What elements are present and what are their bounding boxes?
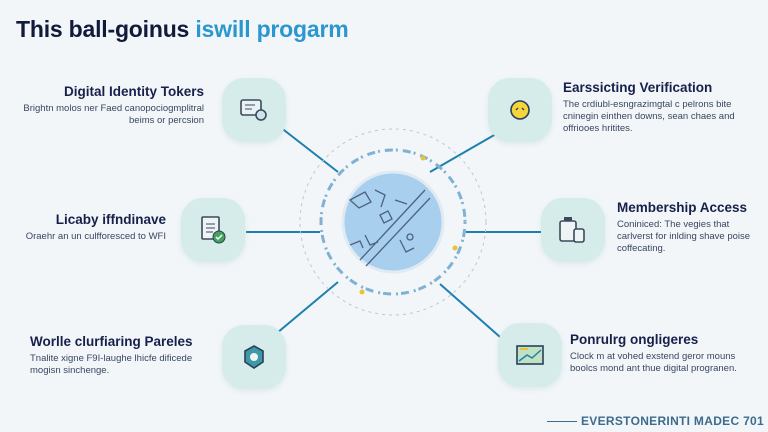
feature-description: Coniniced: The vegies that carlverst for… — [617, 219, 751, 254]
feature-worlle: Worlle clurfiaring Pareles Tnalite xigne… — [30, 334, 220, 377]
feature-tile-licaby[interactable] — [181, 198, 245, 262]
feature-title: Ponrulrg ongligeres — [570, 332, 699, 347]
title-accent: iswill progarm — [195, 16, 349, 42]
footer-rule — [546, 420, 577, 422]
feature-tile-membership[interactable] — [541, 198, 605, 262]
feature-digital-identity: Digital Identity Tokers Brightn molos ne… — [4, 84, 204, 127]
shield-icon — [244, 345, 264, 369]
outer-ring — [299, 128, 487, 316]
feature-title: Membership Access — [617, 200, 748, 215]
connector-line — [429, 133, 497, 173]
feature-title: Worlle clurfiaring Pareles — [30, 334, 193, 349]
feature-description: Brightn molos ner Faed canopociogmplitra… — [23, 103, 204, 126]
ring-dot — [359, 289, 365, 295]
feature-title: Digital Identity Tokers — [63, 84, 204, 99]
feature-title: Earssicting Verification — [563, 80, 713, 95]
footer-text: EVERSTONERINTI MADEC 701 — [580, 414, 764, 428]
feature-description: Oraehr an un culfforesced to WFI — [25, 231, 166, 242]
ring-dot — [452, 245, 458, 251]
feature-ponrulrg: Ponrulrg ongligeres Clock m at vohed exs… — [570, 332, 760, 375]
text-ring — [319, 148, 467, 296]
footer-brand: EVERSTONERINTI MADEC 701 — [546, 414, 764, 428]
connector-line — [276, 281, 339, 334]
feature-tile-worlle[interactable] — [222, 325, 286, 389]
feature-licaby: Licaby iffndinave Oraehr an un culffores… — [0, 212, 166, 243]
feature-description: Clock m at vohed exstend geror mouns boo… — [570, 351, 737, 374]
feature-description: Tnalite xigne F9I-laughe lhicfe dificede… — [30, 353, 193, 376]
page-title: This ball-goinus iswill progarm — [16, 16, 349, 43]
id-card-icon — [240, 99, 267, 121]
map-globe — [341, 170, 445, 274]
feature-title: Licaby iffndinave — [55, 212, 166, 227]
ring-dot — [420, 155, 426, 161]
smiley-icon — [510, 100, 530, 120]
title-main: This ball-goinus — [16, 16, 190, 42]
feature-verification: Earssicting Verification The crdiubl-esn… — [563, 80, 763, 135]
document-check-icon — [201, 216, 226, 244]
connector-line — [439, 283, 501, 338]
connector-line — [279, 126, 339, 173]
feature-description: The crdiubl-esngrazimgtal c pelrons bite… — [563, 99, 735, 134]
chart-icon — [516, 345, 544, 365]
feature-tile-digital-identity[interactable] — [222, 78, 286, 142]
feature-tile-verification[interactable] — [488, 78, 552, 142]
feature-tile-ponrulrg[interactable] — [498, 323, 562, 387]
devices-icon — [559, 217, 585, 243]
feature-membership: Membership Access Coniniced: The vegies … — [617, 200, 767, 255]
